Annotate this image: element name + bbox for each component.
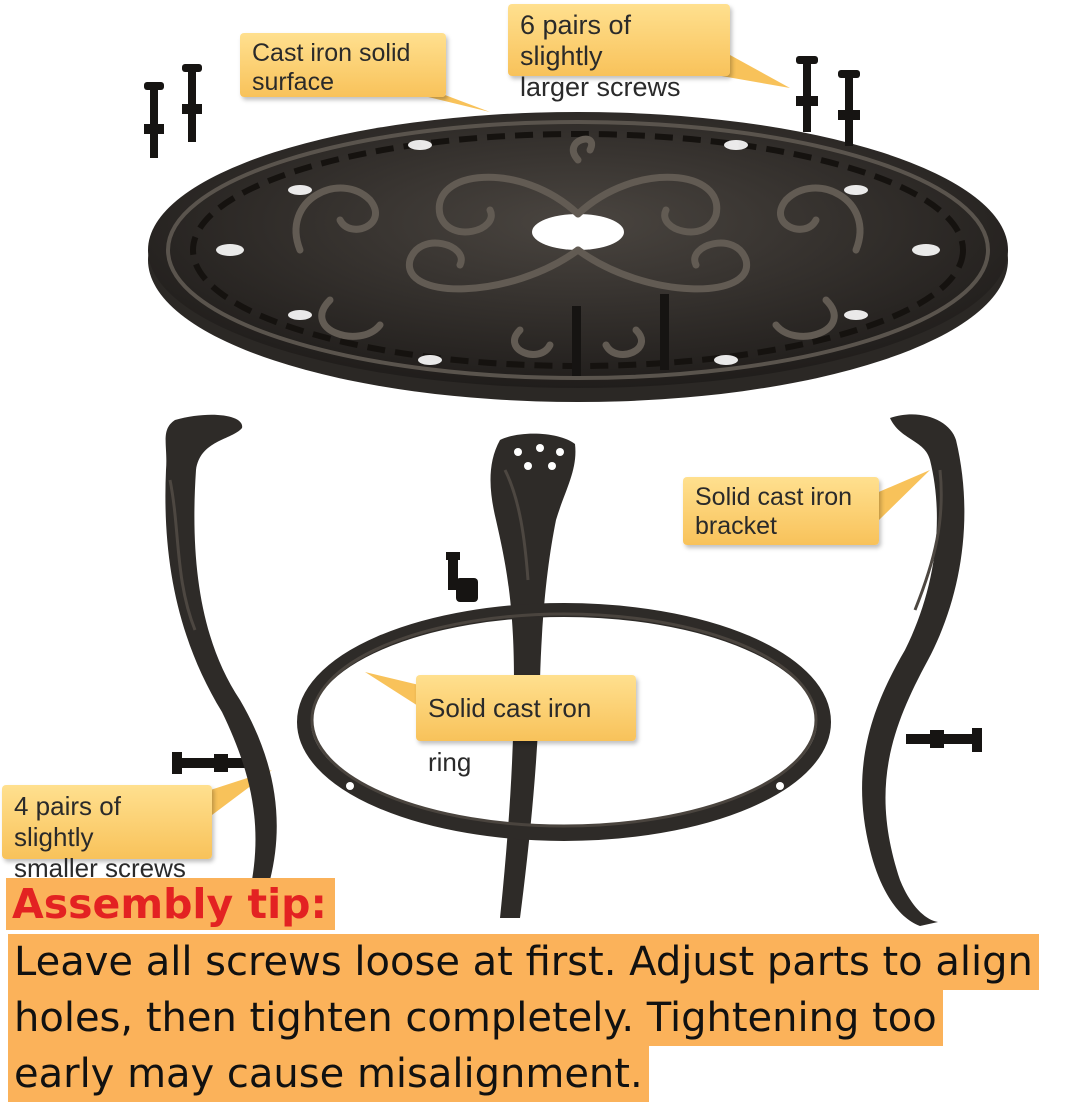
callout-ring: Solid cast iron ring xyxy=(416,675,636,777)
screw-table-2 xyxy=(660,294,669,370)
callout-bracket-line2: bracket xyxy=(695,512,777,540)
screw-bracket-center xyxy=(446,552,478,602)
callout-large-screws: 6 pairs of slightly larger screws xyxy=(508,4,730,102)
screw-top-right-1 xyxy=(796,56,818,132)
callout-small-screws: 4 pairs of slightly smaller screws xyxy=(2,785,212,883)
callout-large-screws-line1: 6 pairs of slightly xyxy=(520,10,632,71)
leg-left xyxy=(165,414,277,880)
callout-small-screws-line1: 4 pairs of slightly xyxy=(14,791,121,852)
callout-table-top-line2: surface xyxy=(252,68,334,96)
callout-bracket-line1: Solid cast iron xyxy=(695,483,853,511)
callout-table-top-line1: Cast iron solid xyxy=(252,39,411,67)
screw-table-1 xyxy=(572,306,581,376)
callout-table-top: Cast iron solid surface xyxy=(240,33,446,97)
assembly-tip-line-3: early may cause misalignment. xyxy=(8,1046,649,1102)
pointer-large-screws xyxy=(710,55,790,88)
assembly-tip-heading: Assembly tip: xyxy=(6,878,335,930)
screws xyxy=(144,56,982,774)
table-top xyxy=(148,112,1008,402)
callout-bracket: Solid cast iron bracket xyxy=(683,477,879,545)
pointer-top-surface xyxy=(420,95,490,112)
screw-top-left-1 xyxy=(144,82,164,158)
assembly-tip-line-1: Leave all screws loose at first. Adjust … xyxy=(8,934,1039,990)
screw-top-left-2 xyxy=(182,64,202,142)
assembly-tip: Assembly tip: Leave all screws loose at … xyxy=(0,878,1080,1104)
ring xyxy=(297,603,831,841)
screw-left-leg xyxy=(172,752,252,774)
screw-top-right-2 xyxy=(838,70,860,146)
callout-large-screws-line2: larger screws xyxy=(520,72,681,102)
leg-right xyxy=(862,414,965,926)
assembly-tip-line-2: holes, then tighten completely. Tighteni… xyxy=(8,990,943,1046)
screw-right-leg xyxy=(906,728,982,752)
callout-ring-label: Solid cast iron ring xyxy=(428,693,592,777)
